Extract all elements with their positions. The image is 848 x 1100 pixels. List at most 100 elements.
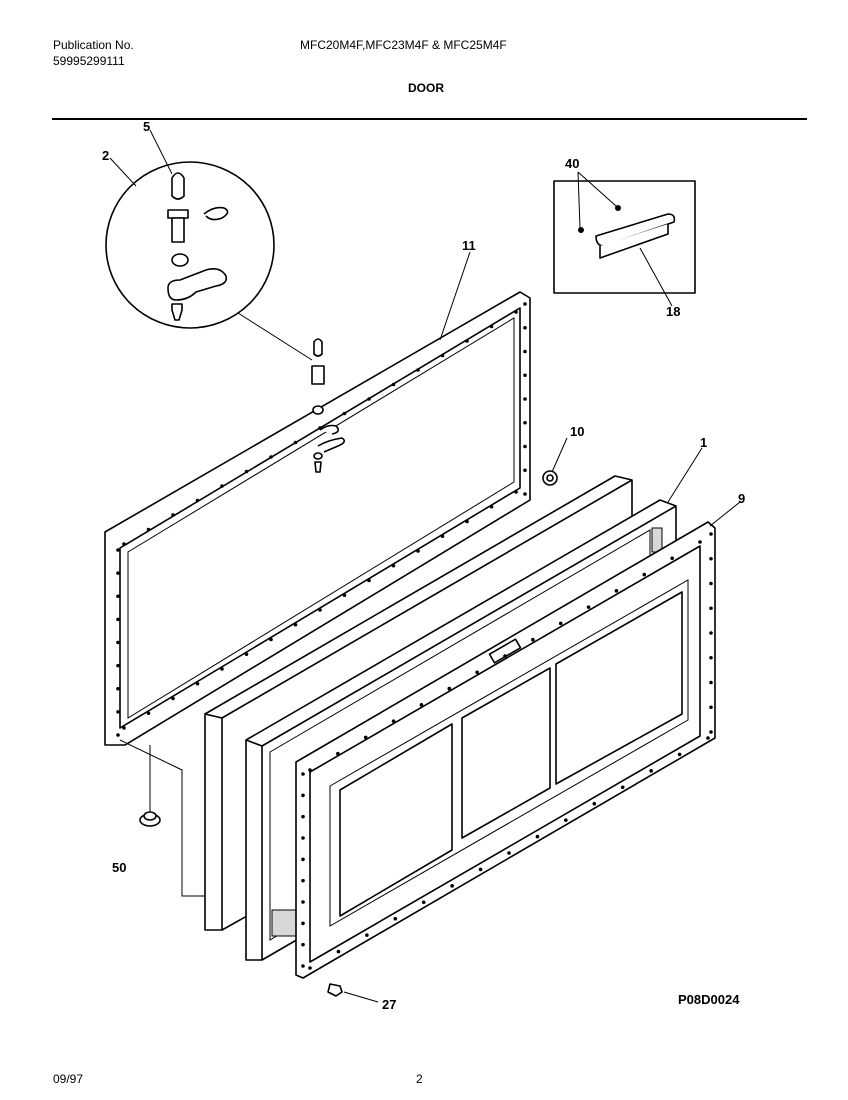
footer-date: 09/97 bbox=[53, 1072, 84, 1086]
callout-1: 1 bbox=[700, 435, 707, 450]
screw-hole bbox=[363, 735, 368, 740]
screw-hole bbox=[592, 801, 597, 806]
callout-40: 40 bbox=[565, 156, 579, 171]
screw-hole bbox=[116, 571, 120, 575]
screw-hole bbox=[293, 440, 298, 445]
screw-hole bbox=[269, 455, 273, 459]
part-10-bumper bbox=[542, 470, 558, 486]
screw-hole bbox=[709, 631, 713, 635]
publication-number: 59995299111 bbox=[53, 54, 125, 68]
screw-hole bbox=[523, 373, 527, 378]
header-divider bbox=[52, 118, 807, 120]
callout-5: 5 bbox=[143, 119, 150, 134]
screw-hole bbox=[301, 942, 305, 947]
screw-hole bbox=[450, 884, 454, 888]
screw-hole bbox=[677, 752, 682, 757]
screw-hole bbox=[116, 617, 120, 622]
callout-2: 2 bbox=[102, 148, 109, 163]
screw-hole bbox=[523, 325, 527, 330]
screw-hole bbox=[393, 916, 398, 921]
screw-hole bbox=[642, 572, 647, 577]
screw-hole bbox=[301, 772, 305, 776]
screw-hole bbox=[308, 768, 312, 772]
screw-hole bbox=[116, 594, 120, 599]
part-18-handle-inset bbox=[553, 171, 696, 307]
screw-hole bbox=[614, 589, 619, 593]
screw-hole bbox=[220, 484, 224, 488]
screw-hole bbox=[706, 736, 710, 740]
screw-hole bbox=[489, 504, 494, 509]
page-number: 2 bbox=[416, 1072, 423, 1086]
screw-hole bbox=[514, 310, 518, 314]
screw-hole bbox=[342, 411, 347, 416]
screw-hole bbox=[709, 680, 713, 685]
screw-hole bbox=[301, 793, 305, 798]
screw-hole bbox=[336, 949, 341, 954]
screw-hole bbox=[531, 637, 535, 642]
publication-label: Publication No. bbox=[53, 38, 134, 52]
screw-hole bbox=[507, 851, 511, 855]
screw-hole bbox=[416, 549, 420, 553]
screw-hole bbox=[558, 621, 563, 626]
screw-hole bbox=[318, 608, 322, 612]
screw-hole bbox=[709, 655, 713, 660]
screw-hole bbox=[465, 519, 469, 524]
screw-hole bbox=[421, 900, 426, 905]
screw-hole bbox=[301, 814, 305, 819]
hinge-assembly bbox=[311, 338, 346, 473]
screw-hole bbox=[523, 420, 527, 425]
screw-hole bbox=[122, 726, 126, 730]
screw-hole bbox=[586, 605, 591, 609]
screw-hole bbox=[419, 703, 424, 707]
screw-hole bbox=[440, 534, 445, 539]
screw-hole bbox=[244, 469, 249, 474]
screw-hole bbox=[514, 490, 518, 494]
screw-hole bbox=[301, 836, 305, 840]
screw-hole bbox=[440, 353, 445, 358]
screw-hole bbox=[391, 563, 396, 568]
model-numbers: MFC20M4F,MFC23M4F & MFC25M4F bbox=[300, 38, 507, 52]
screw-hole bbox=[523, 302, 527, 306]
screw-hole bbox=[116, 548, 120, 552]
callout-11: 11 bbox=[462, 238, 476, 253]
screw-hole bbox=[709, 606, 713, 611]
screw-hole bbox=[535, 834, 540, 839]
callout-27: 27 bbox=[382, 997, 396, 1012]
screw-hole bbox=[195, 498, 200, 503]
screw-holes bbox=[116, 548, 120, 737]
part-9-outer-door bbox=[295, 521, 716, 979]
screw-hole bbox=[416, 368, 420, 372]
screw-hole bbox=[342, 593, 347, 598]
screw-hole bbox=[698, 540, 702, 544]
screw-hole bbox=[489, 324, 494, 329]
screw-hole bbox=[367, 397, 371, 401]
screw-hole bbox=[301, 900, 305, 904]
screw-hole bbox=[365, 933, 369, 937]
screw-hole bbox=[447, 686, 452, 691]
screw-hole bbox=[523, 492, 527, 496]
callout-18: 18 bbox=[666, 304, 680, 319]
page-title: DOOR bbox=[408, 81, 444, 95]
part-50-hinge-bushing bbox=[139, 745, 161, 827]
screw-hole bbox=[244, 652, 249, 657]
callout-9: 9 bbox=[738, 491, 745, 506]
screw-hole bbox=[220, 667, 224, 671]
screw-hole bbox=[367, 578, 371, 583]
screw-hole bbox=[475, 670, 479, 675]
screw-hole bbox=[620, 785, 625, 790]
screw-hole bbox=[709, 730, 713, 734]
screw-hole bbox=[301, 878, 305, 883]
screw-hole bbox=[116, 733, 120, 737]
screw-hole bbox=[116, 710, 120, 714]
screw-hole bbox=[503, 654, 507, 658]
screw-hole bbox=[116, 686, 120, 691]
screw-hole bbox=[293, 622, 298, 627]
screw-hole bbox=[478, 867, 483, 872]
screw-hole bbox=[301, 921, 305, 926]
screw-hole bbox=[649, 769, 653, 773]
screw-hole bbox=[523, 444, 527, 449]
screw-hole bbox=[391, 382, 396, 387]
part-11-door-gasket bbox=[104, 291, 531, 746]
screw-hole bbox=[269, 637, 273, 642]
